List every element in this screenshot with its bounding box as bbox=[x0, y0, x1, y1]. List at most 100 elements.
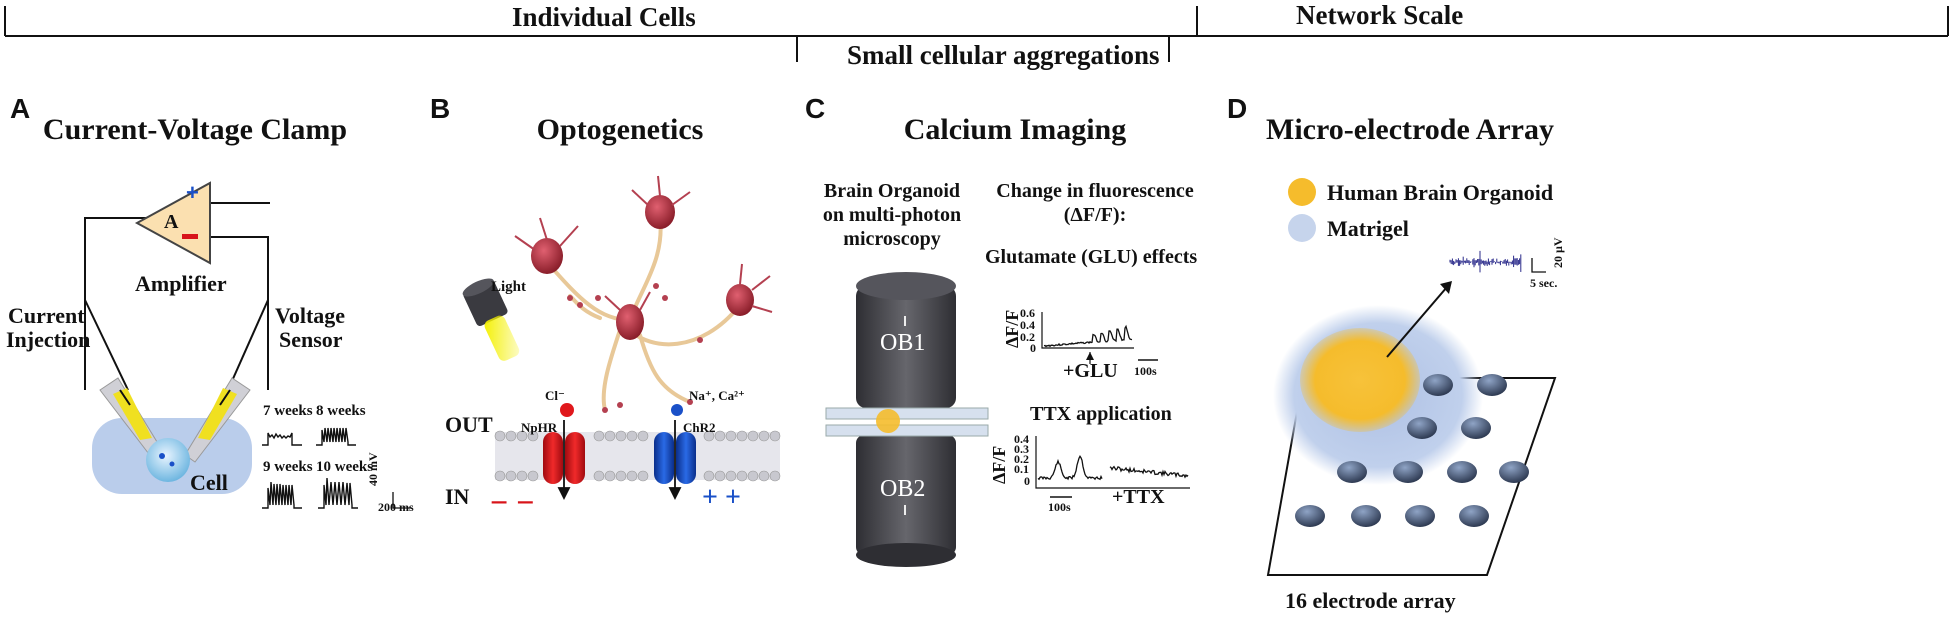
amplifier-triangle bbox=[134, 181, 211, 265]
lipid-head bbox=[593, 430, 605, 442]
ob1-label: OB1 bbox=[880, 330, 926, 356]
week-label-7: 7 weeks bbox=[263, 403, 313, 419]
lipid-head bbox=[604, 470, 616, 482]
amp-symbol: A bbox=[164, 211, 179, 233]
lipid-head bbox=[747, 430, 759, 442]
electrode-dome bbox=[1461, 417, 1491, 439]
lipid-head bbox=[604, 430, 616, 442]
synapse-dots bbox=[567, 283, 703, 413]
dendrites bbox=[545, 216, 742, 412]
amplifier-label: Amplifier bbox=[135, 271, 227, 296]
panel-c-letter: C bbox=[805, 93, 826, 124]
patch-scale-t: 200 ms bbox=[378, 500, 414, 514]
panel-c-graphics bbox=[825, 272, 1190, 567]
lipid-head bbox=[494, 470, 506, 482]
light-label: Light bbox=[491, 279, 527, 295]
slide-bottom bbox=[825, 424, 989, 437]
ttx-time-label: 100s bbox=[1048, 500, 1071, 514]
lipid-head bbox=[747, 470, 759, 482]
ttx-axis-label: ΔF/F bbox=[989, 445, 1009, 484]
ttx-marker: +TTX bbox=[1112, 486, 1165, 508]
legend-matrigel-label: Matrigel bbox=[1327, 216, 1409, 241]
ttx-trace-after bbox=[1109, 465, 1189, 479]
cl-ion-label: Cl⁻ bbox=[545, 388, 565, 403]
week-label-10: 10 weeks bbox=[316, 459, 374, 475]
ttx-axes bbox=[1035, 436, 1190, 489]
electrode-dome bbox=[1405, 505, 1435, 527]
slide-top bbox=[825, 407, 989, 420]
lipid-head bbox=[593, 470, 605, 482]
nphr-channel bbox=[543, 432, 585, 484]
cell-sphere bbox=[146, 438, 190, 482]
organoid-desc-2: on multi-photon bbox=[822, 204, 962, 226]
organoid-desc-1: Brain Organoid bbox=[823, 180, 961, 202]
lipid-head bbox=[758, 430, 770, 442]
glu-tick-1: 0.4 bbox=[1020, 318, 1035, 332]
organoid-blob bbox=[1300, 328, 1420, 432]
patch-traces bbox=[262, 427, 358, 509]
objective-ob2 bbox=[856, 435, 956, 555]
electrode-dome bbox=[1393, 461, 1423, 483]
neurons bbox=[531, 195, 754, 340]
neuron-spines bbox=[514, 175, 773, 313]
lipid-bilayer bbox=[494, 430, 781, 482]
voltage-sensor-label-2: Sensor bbox=[279, 327, 343, 352]
panel-d-title: Micro-electrode Array bbox=[1266, 113, 1554, 146]
lipid-head bbox=[725, 430, 737, 442]
lipid-head bbox=[494, 430, 506, 442]
cl-ion bbox=[560, 403, 574, 417]
electrode-dome bbox=[1295, 505, 1325, 527]
electrode-dome bbox=[1447, 461, 1477, 483]
lipid-head bbox=[714, 430, 726, 442]
minus-charges: − − bbox=[490, 484, 535, 520]
lipid-head bbox=[714, 470, 726, 482]
week-label-9: 9 weeks bbox=[263, 459, 313, 475]
lipid-head bbox=[758, 470, 770, 482]
chr2-label: ChR2 bbox=[683, 420, 716, 435]
voltage-sensor-label-1: Voltage bbox=[275, 303, 346, 328]
panel-b-title: Optogenetics bbox=[536, 113, 704, 146]
lipid-head bbox=[505, 430, 517, 442]
glu-trace bbox=[1043, 324, 1133, 348]
current-injection-label-2: Injection bbox=[6, 327, 91, 352]
lipid-head bbox=[769, 470, 781, 482]
lipid-head bbox=[527, 430, 539, 442]
scale-bracket bbox=[4, 6, 1949, 62]
electrode-dome bbox=[1459, 505, 1489, 527]
patch-scalebar bbox=[392, 492, 410, 509]
glu-tick-3: 0 bbox=[1030, 341, 1036, 355]
array-label: 16 electrode array bbox=[1285, 588, 1456, 613]
glu-time-label: 100s bbox=[1134, 364, 1157, 378]
light-device bbox=[462, 278, 520, 361]
ttx-title: TTX application bbox=[1030, 403, 1172, 425]
ttx-tick-0: 0.4 bbox=[1014, 432, 1029, 446]
week-label-8: 8 weeks bbox=[316, 403, 366, 419]
electrode-dome bbox=[1477, 374, 1507, 396]
mea-scalebar bbox=[1531, 258, 1546, 273]
lipid-head bbox=[615, 430, 627, 442]
electrode-dome bbox=[1423, 374, 1453, 396]
lipid-head bbox=[626, 430, 638, 442]
lipid-head bbox=[527, 470, 539, 482]
lipid-head bbox=[615, 470, 627, 482]
lipid-head bbox=[736, 430, 748, 442]
electrode-dome bbox=[1351, 505, 1381, 527]
electrode-dome bbox=[1337, 461, 1367, 483]
organoid-dot bbox=[876, 409, 900, 433]
lipid-head bbox=[505, 470, 517, 482]
small-aggregations-label: Small cellular aggregations bbox=[847, 40, 1160, 70]
lipid-head bbox=[769, 430, 781, 442]
glu-marker: +GLU bbox=[1063, 360, 1118, 382]
network-scale-label: Network Scale bbox=[1296, 0, 1464, 30]
lipid-head bbox=[703, 470, 715, 482]
ion-arrows bbox=[557, 420, 682, 501]
fluor-label-1: Change in fluorescence bbox=[996, 180, 1194, 202]
electrode-domes bbox=[1295, 374, 1529, 527]
svg-text:+: + bbox=[186, 180, 199, 205]
lipid-head bbox=[637, 430, 649, 442]
lipid-head bbox=[736, 470, 748, 482]
ttx-trace-before bbox=[1037, 455, 1103, 481]
out-label: OUT bbox=[445, 412, 493, 437]
patch-scale-v: 40 mV bbox=[366, 452, 380, 486]
